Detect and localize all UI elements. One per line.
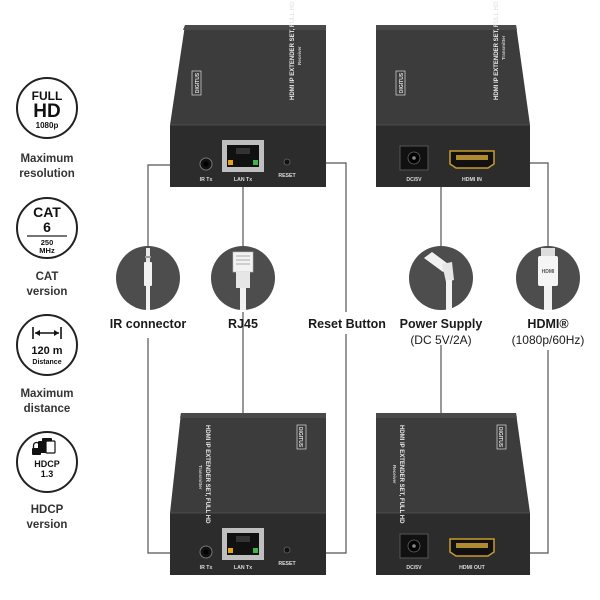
feature-caption: Maximum (20, 153, 73, 165)
badge-text: HDCP (34, 459, 60, 469)
port-label: DC/5V (406, 565, 422, 571)
badge-text: FULL (32, 89, 63, 103)
port-label: DC/5V (406, 177, 422, 183)
dc-port (399, 145, 429, 171)
feature-caption: version (27, 286, 68, 298)
device-bottom-left: HDMI IP EXTENDER SET, FULL HD Transmitte… (170, 413, 326, 575)
connector-label: HDMI® (527, 317, 569, 331)
badge-text: 1.3 (41, 469, 54, 479)
connector-label: IR connector (110, 317, 187, 331)
ethernet-plug-icon (232, 251, 254, 310)
badge-text: HD (33, 101, 60, 122)
port-label: LAN Tx (234, 177, 252, 183)
feature-distance: 120 m Distance Maximum distance (16, 314, 78, 415)
cat6-badge (16, 197, 78, 259)
device-bottom-right: HDMI IP EXTENDER SET, FULL HD Receiver D… (376, 413, 530, 575)
model-text: HDMI IP EXTENDER SET, FULL HD (290, 1, 296, 100)
ir-connector-illustration: IR connector (110, 246, 187, 331)
audio-jack-icon (144, 248, 152, 310)
power-supply-illustration: Power Supply (DC 5V/2A) (400, 246, 483, 347)
feature-caption: resolution (19, 168, 75, 180)
feature-cat6: CAT 6 250 MHz CAT version (16, 197, 78, 298)
brand-text: DIGITUS (399, 72, 405, 93)
hdmi-plug-icon: HDMI (538, 248, 558, 310)
brand-text: DIGITUS (297, 427, 303, 448)
badge-text: 120 m (31, 345, 62, 357)
connector-label: RJ45 (228, 317, 258, 331)
connector-label: Power Supply (400, 317, 483, 331)
role-text: Receiver (297, 46, 302, 65)
feature-caption: HDCP (31, 504, 64, 516)
port-label: HDMI OUT (459, 565, 485, 571)
brand-text: DIGITUS (497, 427, 503, 448)
connector-label: Reset Button (308, 317, 386, 331)
role-text: Receiver (392, 465, 397, 484)
document-lock-icon (32, 438, 56, 455)
badge-text: 1080p (36, 121, 59, 130)
device-top-right: DIGITUS HDMI IP EXTENDER SET, FULL HD Tr… (376, 1, 530, 187)
port-label: LAN Tx (234, 565, 252, 571)
reset-port (283, 546, 291, 554)
port-label: IR Tx (200, 565, 213, 571)
badge-text: 6 (43, 219, 51, 235)
badge-text: Distance (32, 359, 61, 366)
device-top-left: DIGITUS HDMI IP EXTENDER SET, FULL HD Re… (170, 1, 326, 187)
feature-caption: distance (24, 403, 71, 415)
reset-button-callout: Reset Button (306, 314, 388, 334)
feature-caption: CAT (36, 271, 59, 283)
port-label: IR Tx (200, 177, 213, 183)
role-text: Transmitter (198, 465, 203, 490)
feature-caption: version (27, 519, 68, 531)
hdmi-illustration: HDMI HDMI® (1080p/60Hz) (512, 246, 585, 347)
role-text: Transmitter (501, 35, 506, 60)
full-hd-badge (16, 77, 78, 139)
badge-text: 250 (41, 238, 54, 247)
feature-hdcp: HDCP 1.3 HDCP version (16, 431, 78, 531)
feature-full-hd: FULL HD 1080p Maximum resolution (16, 77, 78, 180)
connector-sublabel: (DC 5V/2A) (410, 333, 471, 347)
feature-caption: Maximum (20, 388, 73, 400)
port-label: RESET (278, 561, 296, 567)
brand-logo: DIGITUS (191, 70, 202, 96)
hdcp-badge (16, 431, 78, 493)
port-label: HDMI IN (462, 177, 482, 183)
model-text: HDMI IP EXTENDER SET, FULL HD (494, 1, 500, 100)
model-text: HDMI IP EXTENDER SET, FULL HD (204, 425, 210, 524)
dc-plug-icon (424, 252, 454, 310)
reset-port (283, 158, 291, 166)
badge-text: MHz (39, 246, 55, 255)
model-text: HDMI IP EXTENDER SET, FULL HD (398, 425, 404, 524)
plug-text: HDMI (542, 269, 555, 275)
brand-text: DIGITUS (195, 72, 201, 93)
badge-text: CAT (33, 204, 61, 220)
rj45-illustration: RJ45 (211, 246, 275, 331)
port-label: RESET (278, 173, 296, 179)
distance-badge (16, 314, 78, 376)
connector-sublabel: (1080p/60Hz) (512, 333, 585, 347)
distance-arrow-icon (32, 327, 62, 339)
